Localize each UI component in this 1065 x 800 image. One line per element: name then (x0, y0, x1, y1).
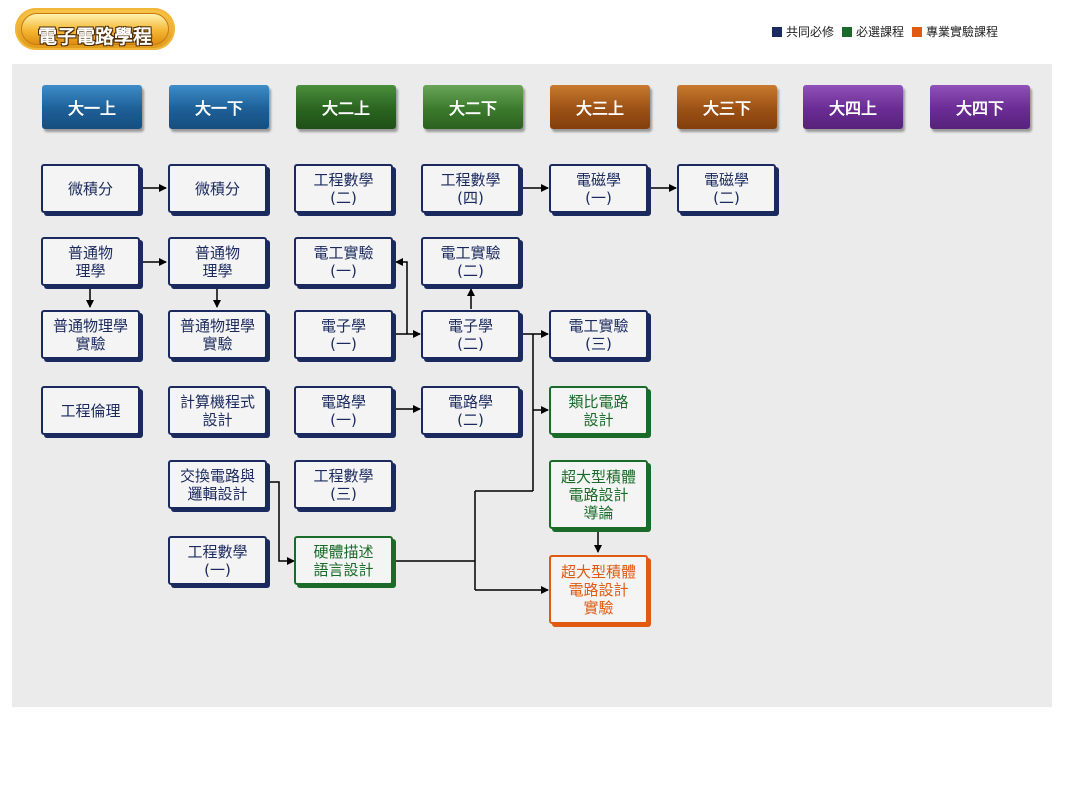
course-electromagnetics-1[interactable]: 電磁學 (一) (549, 164, 648, 213)
semester-header-2b[interactable]: 大二下 (423, 85, 523, 129)
legend-item-common: 共同必修 (772, 23, 834, 40)
course-eng-math-4[interactable]: 工程數學 (四) (421, 164, 520, 213)
course-calculus-1b[interactable]: 微積分 (168, 164, 267, 213)
course-vlsi-lab[interactable]: 超大型積體 電路設計 實驗 (549, 555, 648, 624)
semester-header-4a[interactable]: 大四上 (803, 85, 903, 129)
legend-item-required: 必選課程 (842, 23, 904, 40)
legend-label-lab: 專業實驗課程 (926, 25, 999, 39)
course-physics-1a[interactable]: 普通物 理學 (41, 237, 140, 286)
course-programming[interactable]: 計算機程式 設計 (168, 386, 267, 435)
course-eng-math-2[interactable]: 工程數學 (二) (294, 164, 393, 213)
course-calculus-1a[interactable]: 微積分 (41, 164, 140, 213)
course-electronics-1[interactable]: 電子學 (一) (294, 310, 393, 359)
course-ee-lab-3[interactable]: 電工實驗 (三) (549, 310, 648, 359)
semester-header-1b[interactable]: 大一下 (169, 85, 269, 129)
semester-header-2a[interactable]: 大二上 (296, 85, 396, 129)
course-eng-math-1[interactable]: 工程數學 (一) (168, 536, 267, 585)
course-vlsi-intro[interactable]: 超大型積體 電路設計 導論 (549, 460, 648, 529)
course-analog-circuit-design[interactable]: 類比電路 設計 (549, 386, 648, 435)
legend-label-required: 必選課程 (856, 25, 905, 39)
semester-header-3a[interactable]: 大三上 (550, 85, 650, 129)
course-physics-lab-1b[interactable]: 普通物理學 實驗 (168, 310, 267, 359)
course-circuits-2[interactable]: 電路學 (二) (421, 386, 520, 435)
course-circuits-1[interactable]: 電路學 (一) (294, 386, 393, 435)
semester-header-3b[interactable]: 大三下 (677, 85, 777, 129)
course-switching-logic[interactable]: 交換電路與 邏輯設計 (168, 460, 267, 509)
legend-label-common: 共同必修 (786, 25, 835, 39)
course-eng-math-3[interactable]: 工程數學 (三) (294, 460, 393, 509)
program-title: 電子電路學程 (37, 26, 152, 48)
legend: 共同必修 必選課程 專業實驗課程 (772, 23, 1006, 40)
course-electronics-2[interactable]: 電子學 (二) (421, 310, 520, 359)
course-engineering-ethics[interactable]: 工程倫理 (41, 386, 140, 435)
legend-item-lab: 專業實驗課程 (912, 23, 998, 40)
course-ee-lab-1[interactable]: 電工實驗 (一) (294, 237, 393, 286)
course-electromagnetics-2[interactable]: 電磁學 (二) (677, 164, 776, 213)
legend-swatch-lab (912, 26, 923, 37)
course-ee-lab-2[interactable]: 電工實驗 (二) (421, 237, 520, 286)
course-hdl-design[interactable]: 硬體描述 語言設計 (294, 536, 393, 585)
program-title-badge: 電子電路學程 (15, 8, 175, 50)
course-physics-lab-1a[interactable]: 普通物理學 實驗 (41, 310, 140, 359)
semester-header-4b[interactable]: 大四下 (930, 85, 1030, 129)
semester-header-1a[interactable]: 大一上 (42, 85, 142, 129)
legend-swatch-required (842, 26, 853, 37)
legend-swatch-common (772, 26, 782, 37)
title-badge-inner: 電子電路學程 (21, 13, 169, 48)
course-physics-1b[interactable]: 普通物 理學 (168, 237, 267, 286)
